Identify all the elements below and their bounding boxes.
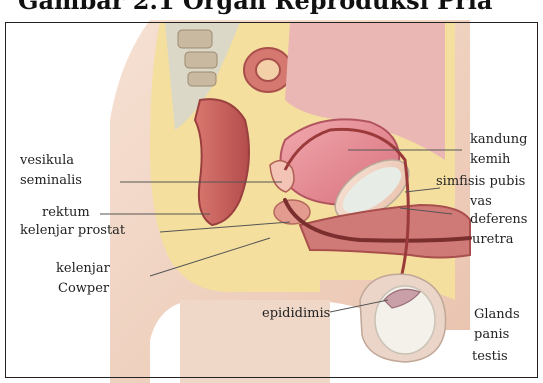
label-epididimis: epididimis — [262, 305, 330, 322]
label-panis: panis — [474, 326, 509, 343]
label-deferens: deferens — [470, 211, 527, 228]
label-vas: vas — [470, 193, 492, 210]
label-testis: testis — [472, 348, 508, 365]
label-kelenjar-prostat: kelenjar prostat — [20, 222, 125, 239]
label-kandung: kandung — [470, 131, 527, 148]
label-seminalis: seminalis — [20, 172, 82, 189]
label-glands: Glands — [474, 306, 520, 323]
label-simfisis-pubis: simfisis pubis — [436, 173, 525, 190]
label-rektum: rektum — [42, 204, 90, 221]
label-kemih: kemih — [470, 151, 510, 168]
label-uretra: uretra — [472, 231, 513, 248]
label-vesikula: vesikula — [20, 152, 74, 169]
label-cowper: Cowper — [58, 280, 109, 297]
label-kelenjar: kelenjar — [56, 260, 110, 277]
